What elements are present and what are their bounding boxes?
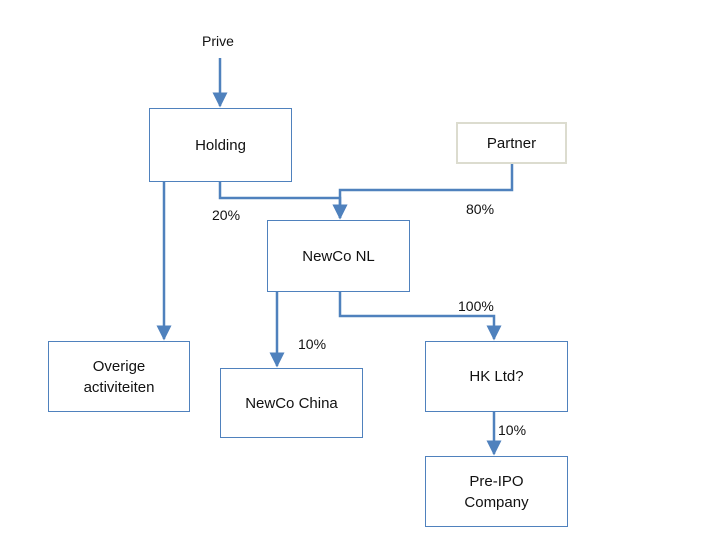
edge-label-holding-newco-nl: 20% (212, 207, 241, 223)
node-holding-label: Holding (195, 136, 246, 154)
edge-label-newco-nl-hk: 100% (458, 298, 494, 314)
node-prive: Prive (202, 32, 234, 50)
node-hk-ltd-label: HK Ltd? (469, 368, 524, 385)
node-overige-activiteiten: Overige activiteiten (48, 341, 190, 412)
node-holding: Holding (149, 108, 292, 182)
node-pre-ipo-label: Pre-IPO Company (464, 472, 529, 511)
node-partner: Partner (456, 122, 567, 164)
edge-label-partner-newco-nl: 80% (466, 201, 495, 217)
edge-label-newco-nl-china: 10% (298, 336, 327, 352)
node-prive-label: Prive (202, 33, 234, 49)
connector-newco-nl-hk (338, 292, 502, 341)
node-newco-nl-label: NewCo NL (302, 247, 375, 265)
node-newco-china: NewCo China (220, 368, 363, 438)
node-newco-china-label: NewCo China (245, 394, 338, 412)
node-hk-ltd: HK Ltd? (425, 341, 568, 412)
node-newco-nl: NewCo NL (267, 220, 410, 292)
edge-label-hk-pre-ipo: 10% (498, 422, 527, 438)
connector-partner-newco-nl (332, 164, 514, 220)
node-partner-label: Partner (486, 134, 537, 152)
node-pre-ipo-company: Pre-IPO Company (425, 456, 568, 527)
node-overige-label: Overige activiteiten (83, 357, 155, 396)
